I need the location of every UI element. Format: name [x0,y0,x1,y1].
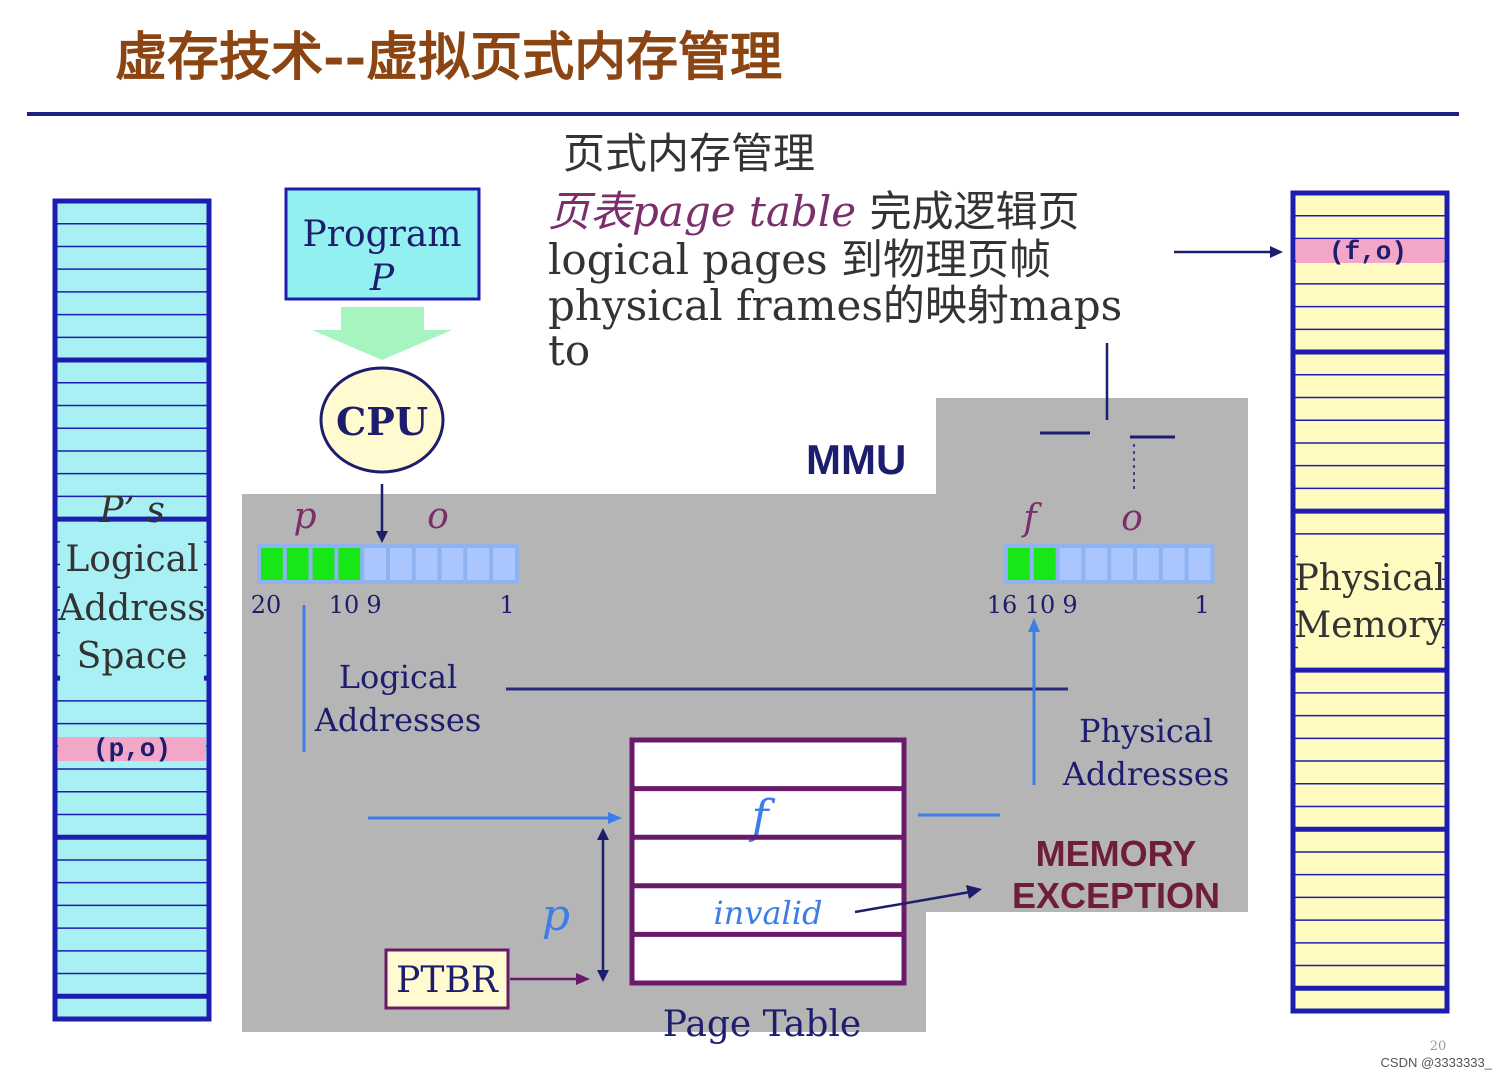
title-rule [27,112,1459,116]
physical-address-bit [1033,548,1056,580]
logical-address-register [257,544,519,584]
physical-address-bit [1137,548,1159,580]
ptbr-label: PTBR [396,960,499,1001]
physical-address-register [1004,544,1215,584]
physical-address-bit [1059,548,1082,580]
logical-space-label-bg [60,532,204,687]
logical-space-border [52,198,212,1022]
frame-pointer-arrowhead [1270,246,1283,258]
ptbr-arrowhead [576,973,590,985]
physical-addresses-caption-2: Addresses [1062,755,1230,793]
page-table-caption: Page Table [663,1004,861,1045]
physical-o-label: o [1121,498,1143,539]
physical-address-bit [1085,548,1108,580]
logical-address-bit [261,548,283,580]
description-line-1-rest: 完成逻辑页 [856,187,1079,236]
cpu-label: CPU [336,399,428,444]
logical-tick-1: 1 [499,591,514,619]
physical-address-bit [1008,548,1030,580]
logical-space-label-2: Logical [65,539,198,580]
cpu-circle [319,366,445,474]
logical-p-label: p [293,496,316,537]
description-line-2: logical pages 到物理页帧 [548,235,1051,284]
description-line-3: physical frames的映射maps [548,281,1122,330]
physical-memory-label-1: Physical [1295,558,1446,599]
invalid-to-exception-arrowhead [966,885,982,899]
logical-address-space: (p,o) P’ s Logical Address Space [52,198,212,1022]
logical-address-bit [286,548,309,580]
logical-address-bit [415,548,438,580]
logical-tick-10: 10 [329,591,360,619]
program-label: Program [303,214,462,255]
logical-address-bit [364,548,386,580]
logical-highlight-label: (p,o) [93,734,171,764]
page-number: 20 [1430,1039,1447,1054]
logical-space-label-1: P’ s [98,490,165,531]
logical-highlight-row [58,737,206,761]
physical-memory-label-2: Memory [1294,605,1446,646]
logical-o-label: o [427,496,449,537]
cpu-output-arrowhead [376,531,388,543]
ptbr-box [384,948,510,1010]
frame-up-arrowhead [1028,618,1040,632]
physical-memory-label-bg [1298,555,1442,655]
description-line-4: to [548,326,590,375]
slide-title: 虚存技术--虚拟页式内存管理 [115,27,782,88]
page-index-arrowhead [608,812,622,824]
logical-address-bit [338,548,361,580]
logical-address-bit [441,548,464,580]
physical-memory-border [1290,190,1450,1014]
physical-memory-stripes [1293,214,1447,991]
physical-highlight-label: (f,o) [1329,237,1407,267]
logical-addresses-caption-2: Addresses [314,701,482,739]
physical-tick-10: 10 [1025,591,1056,619]
page-table-frame [629,737,907,986]
description-line-1: 页表page table 完成逻辑页 [548,187,1079,236]
logical-tick-20: 20 [251,591,282,619]
invalid-to-exception-line [854,890,971,914]
physical-tick-1: 1 [1194,591,1209,619]
logical-space-label-3: Address [57,588,206,629]
exception-label-2: EXCEPTION [1012,875,1220,916]
description-heading: 页式内存管理 [563,129,815,178]
logical-address-bit [493,548,515,580]
page-table-term: 页表page table [548,187,856,236]
physical-address-bit [1162,548,1185,580]
exception-label-1: MEMORY [1036,833,1197,874]
mmu-label: MMU [806,436,906,483]
physical-tick-9: 9 [1062,591,1077,619]
physical-tick-16: 16 [987,591,1018,619]
logical-tick-9: 9 [366,591,381,619]
p-offset-arrowhead-down [597,970,609,982]
physical-highlight-row [1296,239,1444,263]
p-offset-arrowhead-up [597,828,609,840]
program-box [284,187,481,301]
page-table-entry: invalid [714,894,823,932]
program-name: P [369,258,395,299]
physical-address-bit [1111,548,1133,580]
physical-addresses-caption-1: Physical [1079,712,1213,750]
logical-address-bit [390,548,412,580]
page-index-label: p [542,890,570,941]
physical-address-bit [1188,548,1211,580]
program-to-cpu-arrow [312,307,452,360]
watermark: CSDN @3333333_ [1381,1055,1493,1070]
logical-address-bit [312,548,335,580]
logical-addresses-caption-1: Logical [339,658,457,696]
logical-address-bit [467,548,490,580]
physical-memory: (f,o) Physical Memory [1290,190,1450,1014]
logical-space-label-4: Space [77,636,188,677]
